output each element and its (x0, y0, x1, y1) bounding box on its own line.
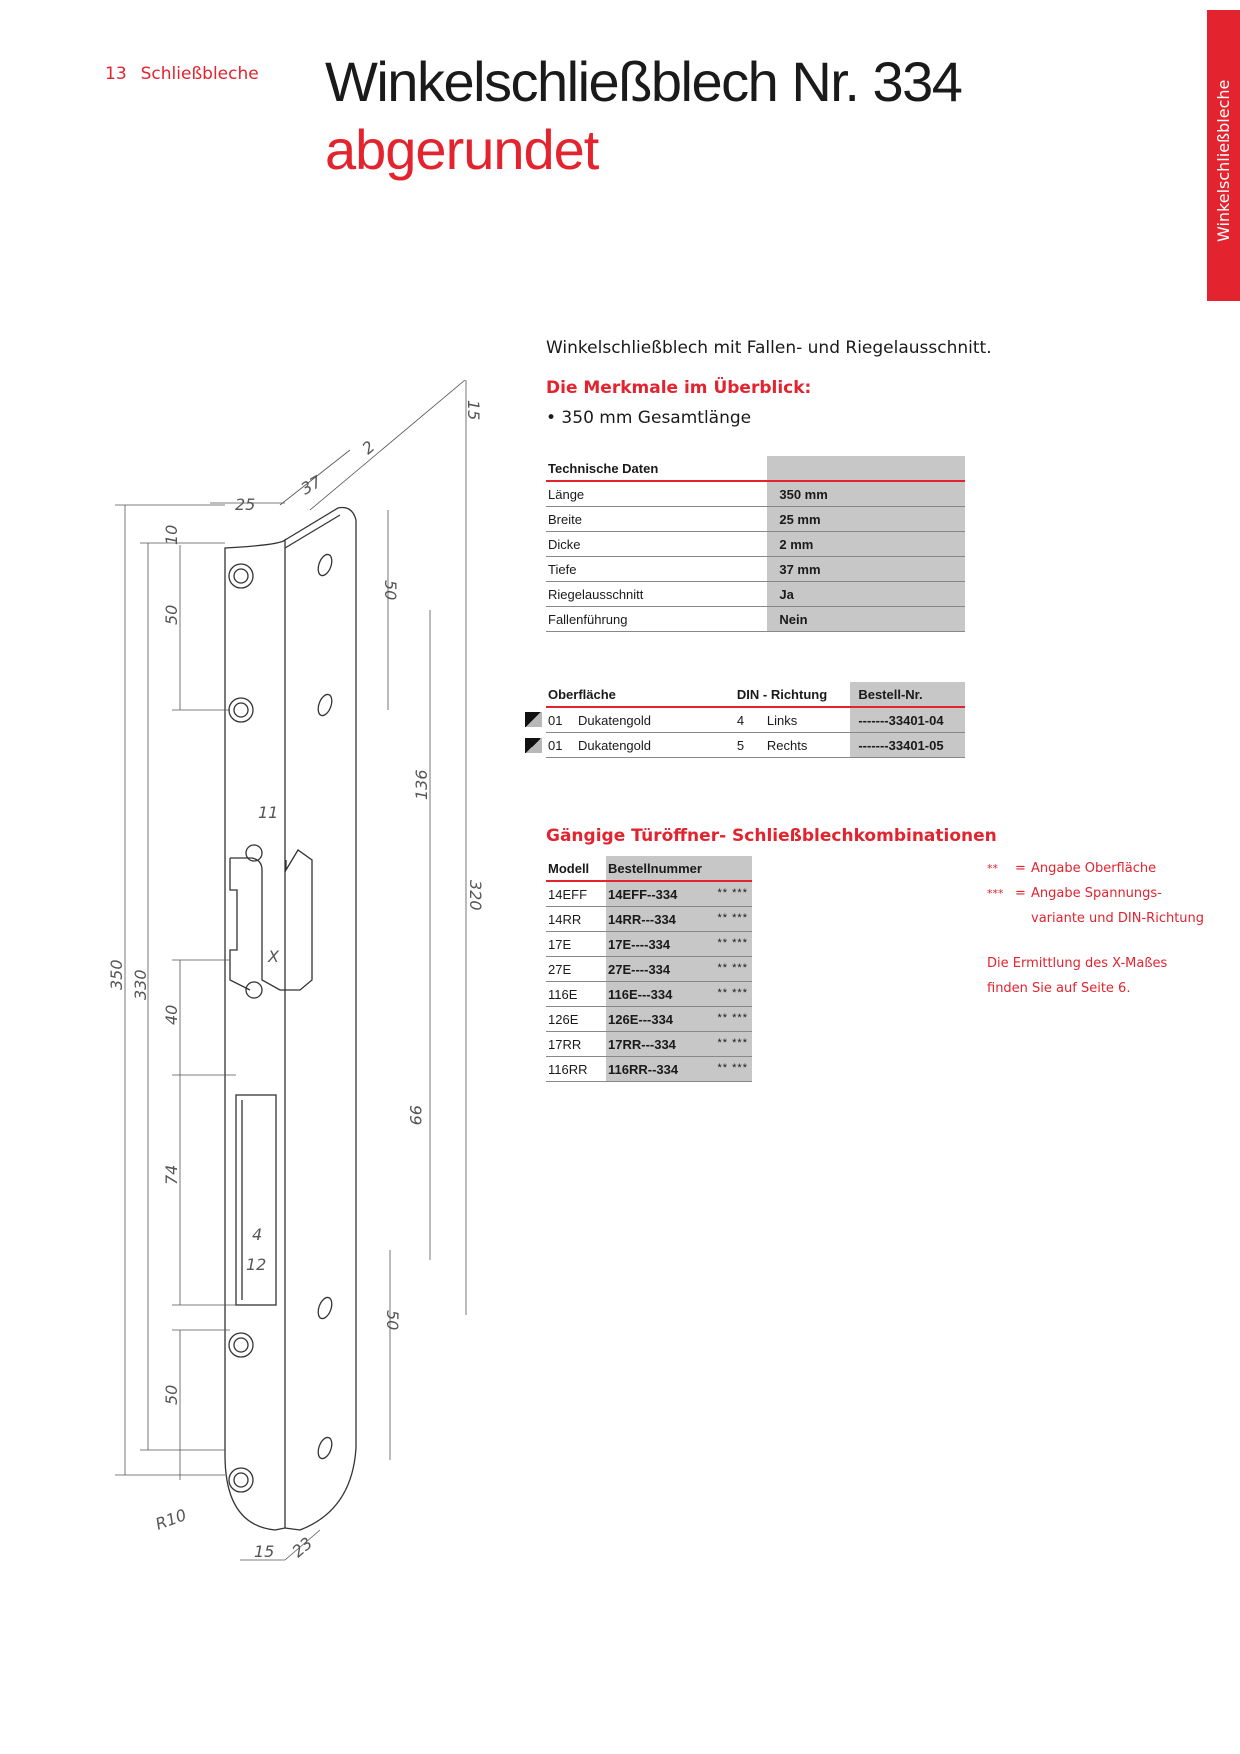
section-name: Schließbleche (140, 64, 259, 84)
x-dimension-note: Die Ermittlung des X-Maßes finden Sie au… (987, 956, 1168, 996)
dim-label: 50 (162, 1385, 181, 1405)
dim-label: 15 (464, 400, 483, 420)
table-header-row: Technische Daten (546, 456, 965, 482)
page-title: Winkelschließblech Nr. 334 (325, 50, 963, 113)
table-header-row: Oberfläche DIN - Richtung Bestell-Nr. (546, 682, 965, 708)
legend: **=Angabe Oberfläche ***=Angabe Spannung… (987, 856, 1204, 931)
table-row: 01 Dukatengold 4 Links -------33401-04 (546, 707, 965, 733)
dim-label: 330 (131, 969, 150, 1000)
tech-header: Technische Daten (546, 456, 768, 482)
dim-label: 50 (381, 580, 400, 600)
dim-label: 10 (162, 525, 181, 545)
legend-item: ***=Angabe Spannungs- (987, 886, 1162, 901)
dim-label: 50 (383, 1310, 402, 1330)
dim-label: R10 (153, 1505, 189, 1534)
dim-label: 37 (298, 471, 326, 498)
page-subtitle: abgerundet (325, 118, 599, 181)
combinations-heading: Gängige Türöffner- Schließblechkombinati… (546, 826, 997, 846)
dim-label: 350 (107, 959, 126, 990)
dim-label: 74 (162, 1165, 181, 1185)
intro-text: Winkelschließblech mit Fallen- und Riege… (546, 338, 992, 358)
dim-label: 136 (412, 769, 431, 800)
page-number: 13 (105, 64, 127, 84)
side-tab-label: Winkelschließbleche (1214, 79, 1233, 242)
dim-label: 50 (162, 605, 181, 625)
page-header: 13 Schließbleche (105, 64, 273, 84)
surface-swatch-icon (525, 738, 542, 753)
side-tab (1207, 10, 1240, 301)
dim-label: 99 (406, 1105, 425, 1125)
dim-label: 40 (162, 1005, 181, 1025)
dim-label: 320 (466, 880, 485, 911)
feature-item: • 350 mm Gesamtlänge (546, 408, 752, 428)
dim-label: 11 (258, 803, 278, 822)
table-header-row: Modell Bestellnummer (546, 856, 752, 882)
surface-order-table: Oberfläche DIN - Richtung Bestell-Nr. 01… (546, 682, 965, 758)
dim-label: 25 (235, 495, 255, 514)
dim-label: 4 (252, 1225, 262, 1244)
table-row: 01 Dukatengold 5 Rechts -------33401-05 (546, 732, 965, 758)
legend-item-continuation: variante und DIN-Richtung (1031, 911, 1205, 926)
strike-plate-drawing: 25 37 15 2 10 50 50 136 11 X 350 330 320… (107, 379, 485, 1561)
surface-swatch-icon (525, 712, 542, 727)
dim-label: 15 (254, 1542, 274, 1561)
dim-label: X (267, 947, 280, 966)
features-heading: Die Merkmale im Überblick: (546, 378, 812, 398)
dim-label: 23 (288, 1533, 316, 1561)
dim-label: 12 (246, 1255, 266, 1274)
legend-item: **=Angabe Oberfläche (987, 861, 1157, 876)
